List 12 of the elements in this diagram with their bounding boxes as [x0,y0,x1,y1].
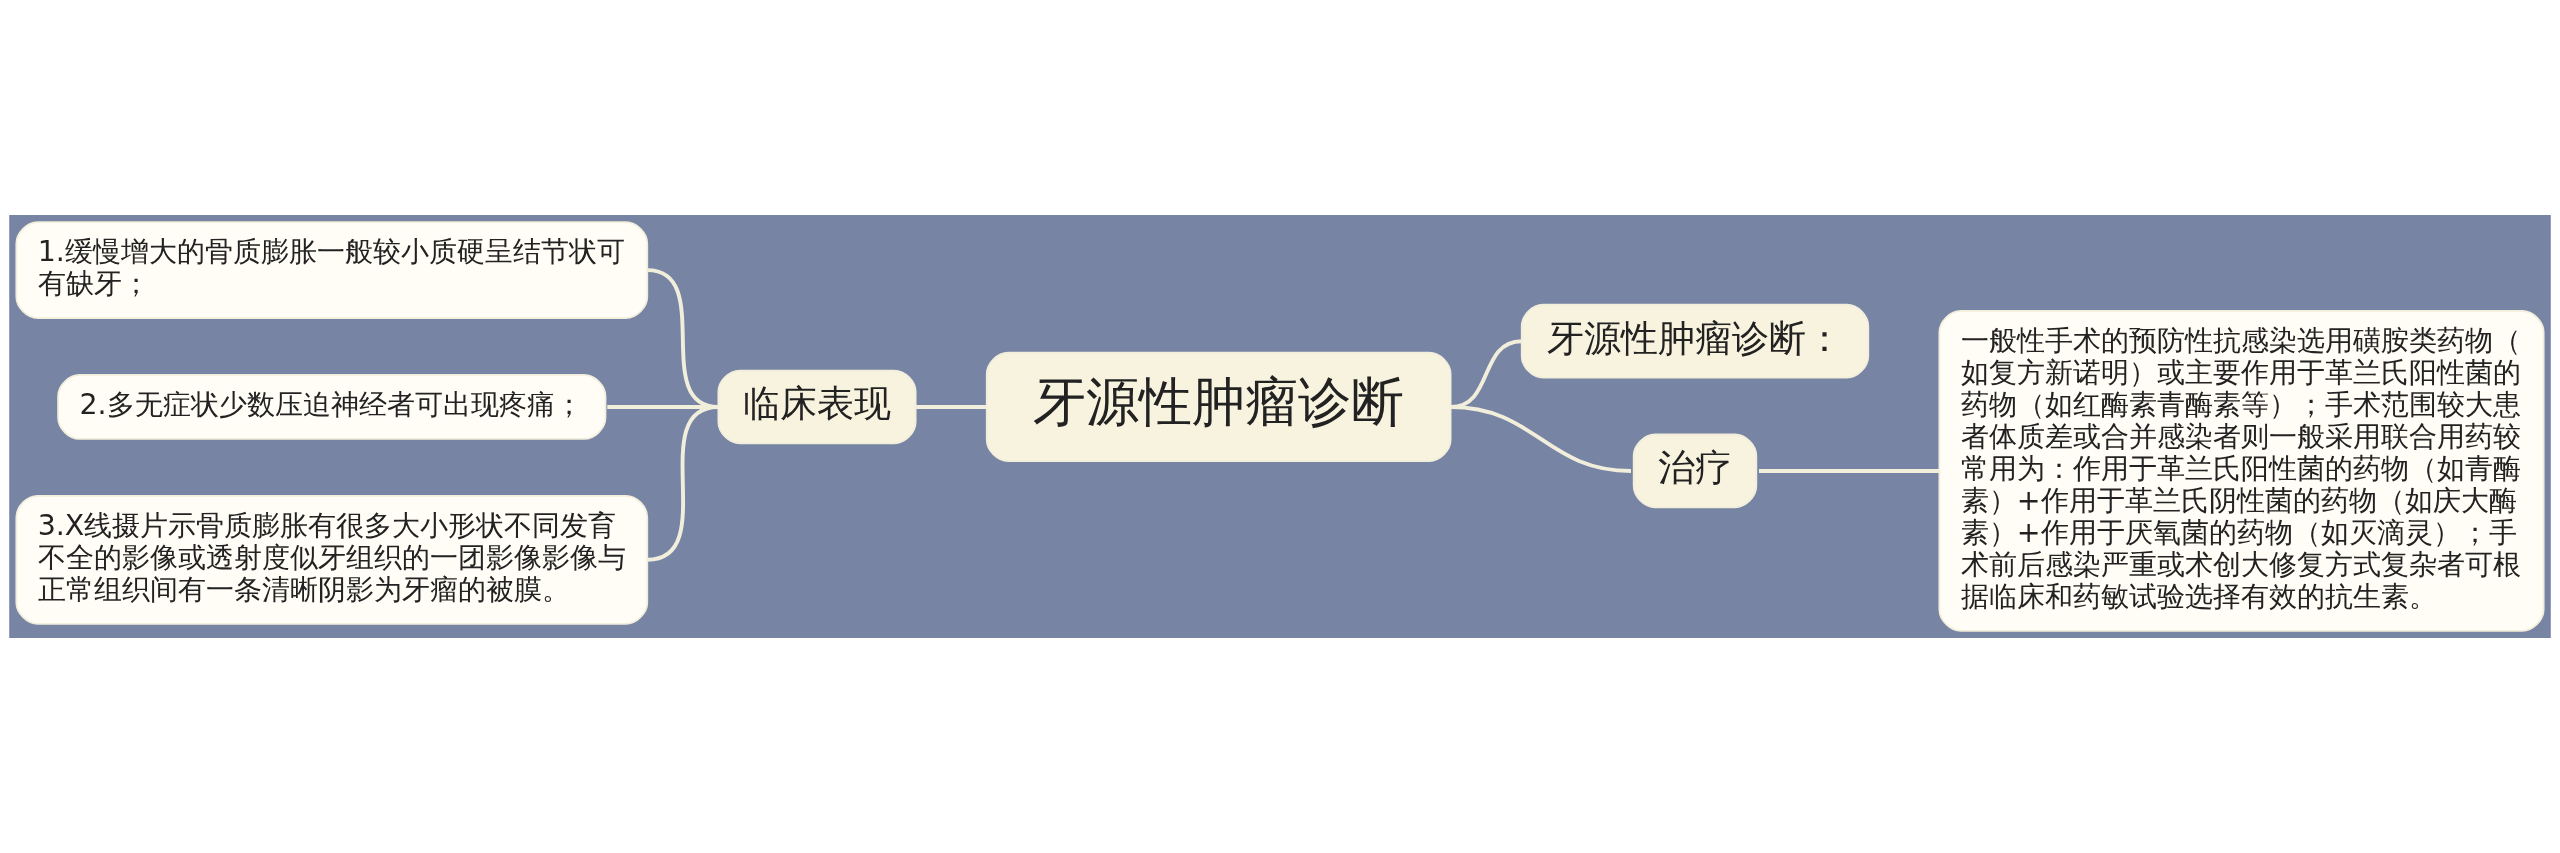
connector [915,405,987,409]
connector [646,405,719,562]
node-box: 3.X线摄片示骨质膨胀有很多大小形状不同发育不全的影像或透射度似牙组织的一团影像影像与正常组织间有一条清晰阴影为牙瘤的被膜。 [15,494,649,625]
node-box: 临床表现 [717,369,917,445]
connector [1759,468,1940,473]
connector [1450,405,1632,473]
node-box: 2.多无症状少数压迫神经者可出现疼痛； [57,374,607,440]
node-box: 牙源性肿瘤诊断 [985,351,1452,463]
node-box: 1.缓慢增大的骨质膨胀一般较小质硬呈结节状可有缺牙； [15,221,649,319]
node-box: 一般性手术的预防性抗感染选用磺胺类药物（如复方新诺明）或主要作用于革兰氏阳性菌的药物（如红酶素青酶素等）；手术范围较大患者体质差或合并感染者则一般采用联合用药较常用为：作用于革兰氏阳性菌的药物（如青酶素）+作用于革兰氏阴性菌的药物（如庆大酶素）+作用于厌氧菌的药物（如灭滴灵）；手术前后感染严重或术创大修复方式复杂者可根据临床和药敏试验选择有效的抗生素。 [1938,310,2545,632]
node-box: 治疗 [1632,433,1758,509]
node-box: 牙源性肿瘤诊断： [1520,303,1870,379]
